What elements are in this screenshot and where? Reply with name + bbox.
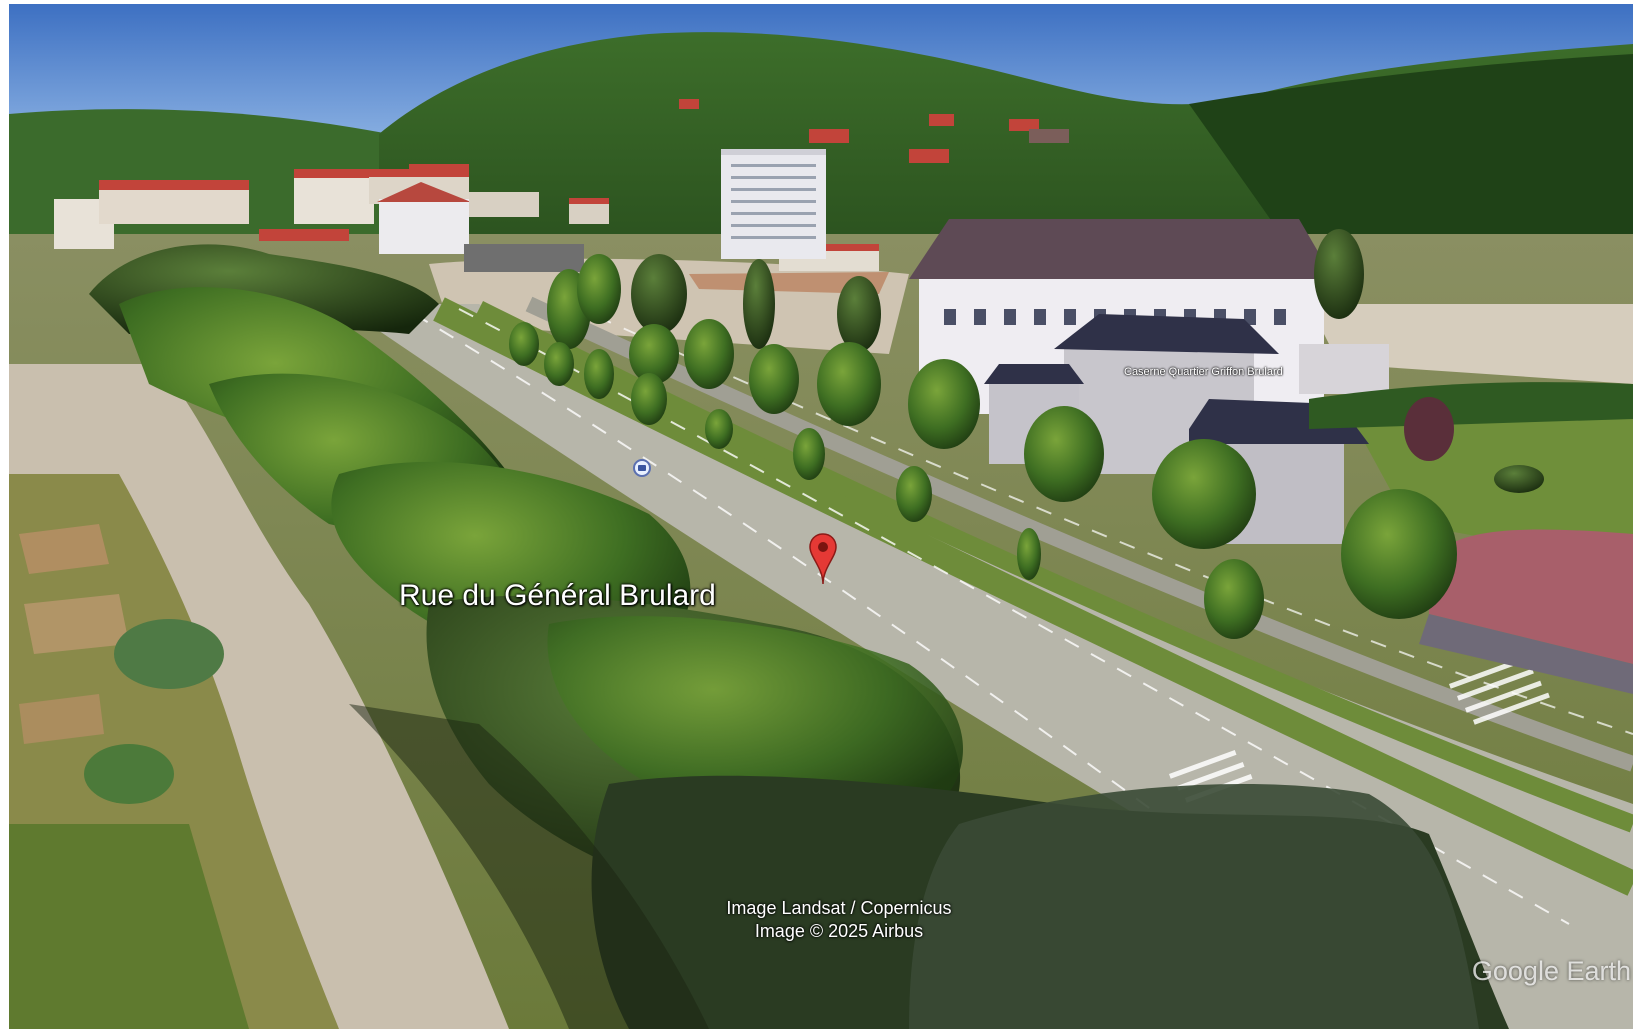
imagery-credits: Image Landsat / Copernicus Image © 2025 … bbox=[649, 897, 1029, 943]
credit-line-airbus: Image © 2025 Airbus bbox=[754, 921, 924, 941]
tower-block bbox=[721, 149, 826, 259]
credit-line-landsat: Image Landsat / Copernicus bbox=[726, 898, 952, 918]
roadside-trees bbox=[509, 229, 1544, 639]
open-field-right bbox=[1309, 304, 1633, 384]
poi-label[interactable]: Caserne Quartier Griffon Brulard bbox=[1124, 366, 1283, 378]
satellite-3d-scene[interactable] bbox=[9, 4, 1633, 1029]
google-earth-logo: Google Earth bbox=[1471, 956, 1631, 986]
hedge bbox=[1309, 382, 1633, 429]
street-label: Rue du Général Brulard bbox=[399, 579, 716, 612]
map-viewport[interactable]: Rue du Général Brulard Caserne Quartier … bbox=[9, 4, 1633, 1029]
red-roof-building bbox=[1429, 529, 1633, 664]
bus-stop-icon[interactable] bbox=[633, 459, 651, 477]
town-buildings bbox=[54, 99, 1069, 272]
map-pin-icon[interactable] bbox=[807, 532, 839, 586]
